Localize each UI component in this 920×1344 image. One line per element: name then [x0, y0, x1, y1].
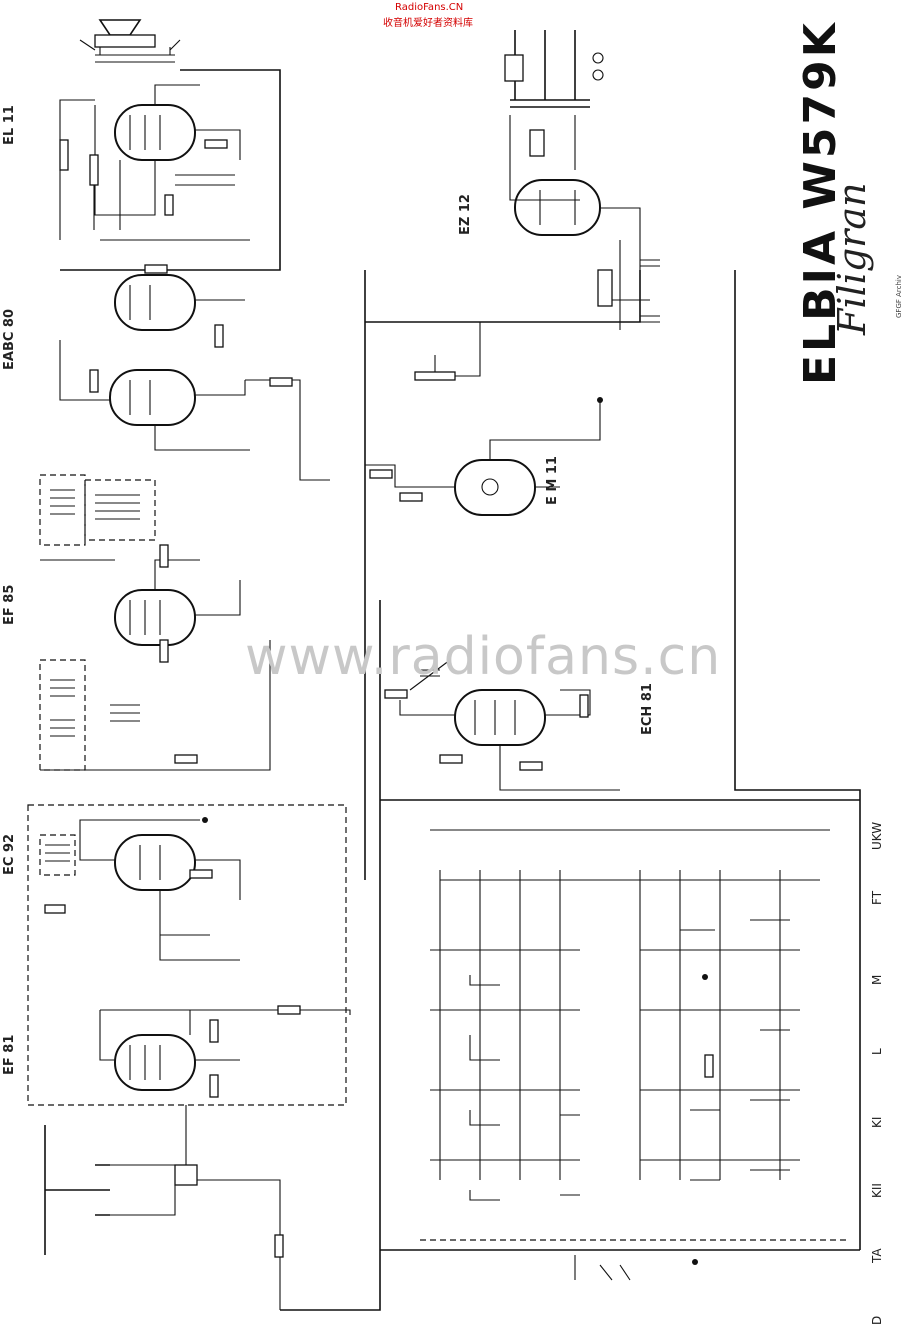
el11-resistor-5	[144, 264, 168, 274]
eabc80-resistor-3	[214, 324, 224, 348]
em11-resistor-2	[369, 469, 393, 479]
ht-rail-top	[60, 69, 281, 271]
if-transformer-can-1	[39, 474, 86, 546]
el11-resistor-4	[164, 194, 174, 216]
ef81-resistor-1	[209, 1019, 219, 1043]
ef85-resistor-1	[159, 544, 169, 568]
band-label-l: L	[870, 1048, 884, 1055]
ech81-resistor-4	[519, 761, 543, 771]
watermark-site-cn: 收音机爱好者资料库	[383, 18, 473, 29]
speaker-cone	[98, 19, 142, 36]
bus-bottom-left	[280, 1250, 381, 1311]
smoothing-choke	[597, 269, 613, 307]
el11-resistor-1	[59, 139, 69, 171]
fm-balun	[174, 1164, 198, 1186]
band-label-ta: TA	[870, 1248, 884, 1263]
el11-resistor-3	[204, 139, 228, 149]
archive-credit: GFGF Archiv	[895, 274, 903, 318]
tube-el11-envelope	[114, 104, 196, 161]
junction-1	[597, 397, 603, 403]
if-transformer-can-2	[84, 479, 156, 541]
junction-2	[702, 974, 708, 980]
tube-label-el11: EL 11	[2, 105, 17, 145]
ground-rail-right	[734, 270, 861, 1250]
fm-tuner-shield	[27, 804, 347, 1106]
pilot-lamp-1	[592, 52, 604, 64]
coil-set-right	[680, 919, 790, 1181]
speaker-magnet	[94, 34, 156, 48]
eabc80-resistor-1	[269, 377, 293, 387]
output-transformer	[79, 39, 181, 63]
osc-resistor	[704, 1054, 714, 1078]
tube-eabc80-second-envelope	[109, 369, 196, 426]
mains-fuse	[504, 54, 524, 82]
band-label-k1: KI	[870, 1116, 884, 1128]
tube-label-ef85: EF 85	[2, 584, 17, 625]
tube-label-ef81: EF 81	[2, 1034, 17, 1075]
ta-socket	[574, 1255, 631, 1281]
watermark-url: www.radiofans.cn	[245, 627, 722, 687]
coil-set-left	[469, 975, 580, 1201]
ech81-resistor-3	[439, 754, 463, 764]
volume-potentiometer	[414, 371, 456, 381]
ef81-resistor-2	[209, 1074, 219, 1098]
tube-ez12-envelope	[514, 179, 601, 236]
tube-ech81-envelope	[454, 689, 546, 746]
switch-contacts-ft	[439, 870, 781, 1180]
band-label-ukw: UKW	[870, 821, 884, 850]
tube-eabc80-envelope	[114, 274, 196, 331]
ech81-tuning-capacitor	[409, 659, 451, 691]
tube-label-em11: E M 11	[545, 456, 560, 505]
ec92-coil-can	[39, 834, 76, 876]
tube-label-ez12: EZ 12	[458, 194, 473, 235]
switch-contacts-ukw	[430, 829, 830, 881]
watermark-site: RadioFans.CN	[395, 2, 464, 13]
em11-resistor-1	[399, 492, 423, 502]
model-signature: Filigran	[830, 182, 874, 335]
ec92-resistor-1	[44, 904, 66, 914]
pilot-lamp-2	[592, 69, 604, 81]
el11-wiring	[94, 84, 241, 230]
band-label-ft: FT	[870, 890, 884, 905]
band-label-m: M	[870, 974, 884, 985]
ht-fuse	[529, 129, 545, 157]
eabc80-resistor-2	[89, 369, 99, 393]
tube-em11-envelope	[454, 459, 536, 516]
ech81-resistor-1	[384, 689, 408, 699]
tube-label-ec92: EC 92	[2, 833, 17, 875]
antenna-resistor	[274, 1234, 284, 1258]
junction-3	[692, 1259, 698, 1265]
ec92-resistor-2	[189, 869, 213, 879]
band-label-d: D	[870, 1315, 884, 1325]
tube-ef81-envelope	[114, 1034, 196, 1091]
tube-ec92-envelope	[114, 834, 196, 891]
ech81-resistor-2	[579, 694, 589, 718]
junction-4	[202, 817, 208, 823]
tube-label-ech81: ECH 81	[640, 683, 655, 735]
fm-dipole	[44, 1125, 110, 1255]
tube-ef85-envelope	[114, 589, 196, 646]
el11-resistor-2	[89, 154, 99, 186]
ef85-resistor-2	[159, 639, 169, 663]
ef85-resistor-3	[174, 754, 198, 764]
ef81-resistor-3	[277, 1005, 301, 1015]
tube-label-eabc80: EABC 80	[2, 308, 17, 370]
if-transformer-can-3	[39, 659, 86, 771]
band-label-k2: KII	[870, 1183, 884, 1198]
